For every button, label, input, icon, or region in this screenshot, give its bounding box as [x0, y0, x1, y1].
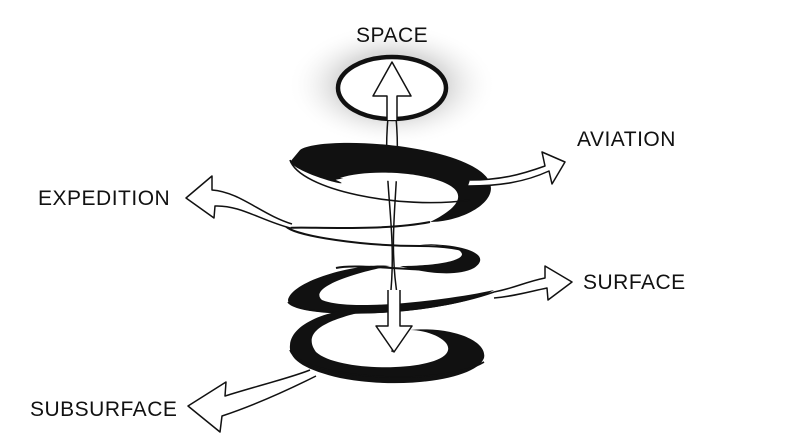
- spiral-loop-surface: [288, 265, 494, 314]
- label-subsurface: SUBSURFACE: [30, 398, 178, 421]
- arrow-aviation: [467, 151, 566, 187]
- label-space: SPACE: [356, 24, 429, 47]
- label-aviation: AVIATION: [577, 128, 676, 151]
- arrow-expedition: [185, 175, 293, 229]
- arrow-space: [372, 61, 412, 120]
- arrow-subsurface: [187, 369, 317, 433]
- label-surface: SURFACE: [583, 271, 686, 294]
- label-expedition: EXPEDITION: [38, 187, 171, 210]
- arrow-surface: [493, 265, 573, 301]
- spiral-loop-bottom: [289, 307, 485, 384]
- spiral-edge-bottom: [289, 349, 485, 378]
- spiral-loop-top: [290, 142, 491, 222]
- spiral-edge-surface: [287, 291, 495, 314]
- spiral-loop-top-inner: [340, 172, 454, 218]
- spiral-edge-top: [289, 159, 471, 204]
- arrow-down: [375, 290, 413, 353]
- spiral-band-mid: [400, 244, 481, 274]
